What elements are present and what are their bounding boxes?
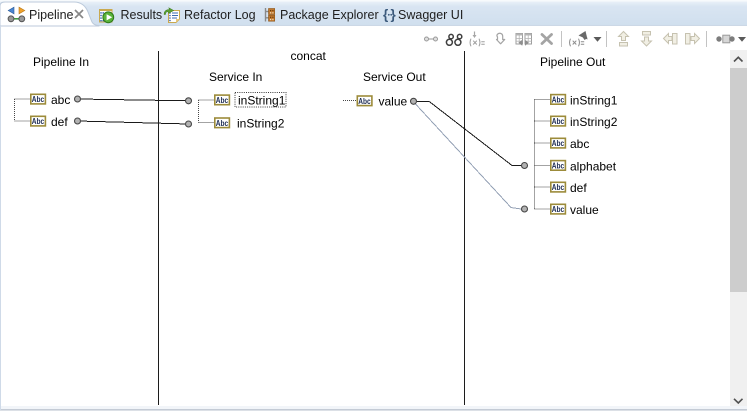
svg-text:value: value	[570, 203, 599, 217]
svg-text:concat: concat	[291, 49, 327, 63]
svg-text:{: {	[383, 7, 388, 22]
svg-text:Pipeline In: Pipeline In	[33, 55, 89, 69]
svg-text:abc: abc	[51, 93, 70, 107]
svg-text:alphabet: alphabet	[570, 159, 617, 173]
svg-text:Package Explorer: Package Explorer	[280, 8, 379, 22]
svg-text:def: def	[51, 115, 68, 129]
svg-text:value: value	[379, 95, 408, 109]
svg-text:inString2: inString2	[570, 115, 618, 129]
svg-text:inString1: inString1	[238, 94, 286, 108]
svg-text:def: def	[570, 181, 587, 195]
svg-text:Service In: Service In	[209, 70, 262, 84]
svg-text:Service Out: Service Out	[363, 70, 426, 84]
svg-text:inString2: inString2	[237, 117, 285, 131]
svg-text:Swagger UI: Swagger UI	[398, 8, 463, 22]
svg-text:}: }	[391, 7, 397, 22]
svg-text:Results: Results	[121, 8, 163, 22]
svg-text:Pipeline Out: Pipeline Out	[540, 55, 606, 69]
svg-text:Pipeline: Pipeline	[29, 8, 74, 22]
svg-text:abc: abc	[570, 137, 589, 151]
svg-text:inString1: inString1	[570, 93, 618, 107]
svg-text:Refactor Log: Refactor Log	[184, 8, 256, 22]
